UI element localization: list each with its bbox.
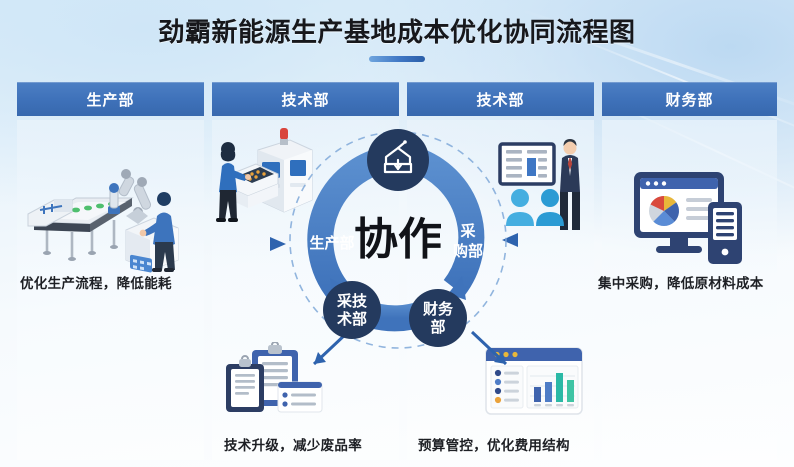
column-header-production[interactable]: 生产部: [17, 82, 204, 116]
wheel-segment-label-purchasing-1: 采: [459, 222, 476, 240]
node-technology-label-line2: 术部: [337, 310, 367, 328]
caption-technology: 技术升级，减少废品率: [224, 438, 362, 453]
arrow-left-to-center: [166, 236, 286, 252]
column-header-technology-1[interactable]: 技术部: [212, 82, 399, 116]
caption-purchasing: 集中采购，降低原材料成本: [598, 276, 764, 291]
node-technology: [323, 281, 381, 339]
budget-dashboard-illustration: [484, 344, 586, 420]
node-technology-label-line1: 采技: [336, 292, 368, 310]
cnc-machine-illustration: [212, 128, 324, 232]
caption-production: 优化生产流程，降低能耗: [20, 276, 172, 291]
page-title: 劲霸新能源生产基地成本优化协同流程图: [158, 17, 636, 47]
node-finance-label-line2: 部: [430, 318, 445, 336]
factory-icon: [383, 140, 413, 174]
caption-finance: 预算管控，优化费用结构: [418, 438, 570, 453]
arrow-right-to-center: [500, 232, 622, 248]
column-panel-production: [17, 120, 204, 460]
wheel-segment-label-production: 生产部: [309, 234, 354, 252]
arrow-center-to-bottom-right: [470, 330, 520, 376]
column-header-technology-2[interactable]: 技术部: [407, 82, 594, 116]
node-finance-label-line1: 财务: [423, 300, 454, 318]
title-underline-accent: [369, 56, 425, 62]
finance-computer-illustration: [630, 168, 750, 268]
production-line-illustration: [14, 168, 194, 274]
column-header-row: 生产部 技术部 技术部 财务部: [17, 82, 777, 116]
node-finance: [409, 289, 467, 347]
meeting-presentation-illustration: [494, 130, 594, 234]
collaboration-wheel: 协作 生产部 采 购部 采技 术部 财务 部: [286, 128, 510, 358]
clipboard-checklist-illustration: [220, 342, 324, 422]
wheel-segment-label-purchasing-2: 购部: [453, 242, 483, 260]
column-header-finance[interactable]: 财务部: [602, 82, 777, 116]
wheel-center-label: 协作: [354, 215, 442, 264]
